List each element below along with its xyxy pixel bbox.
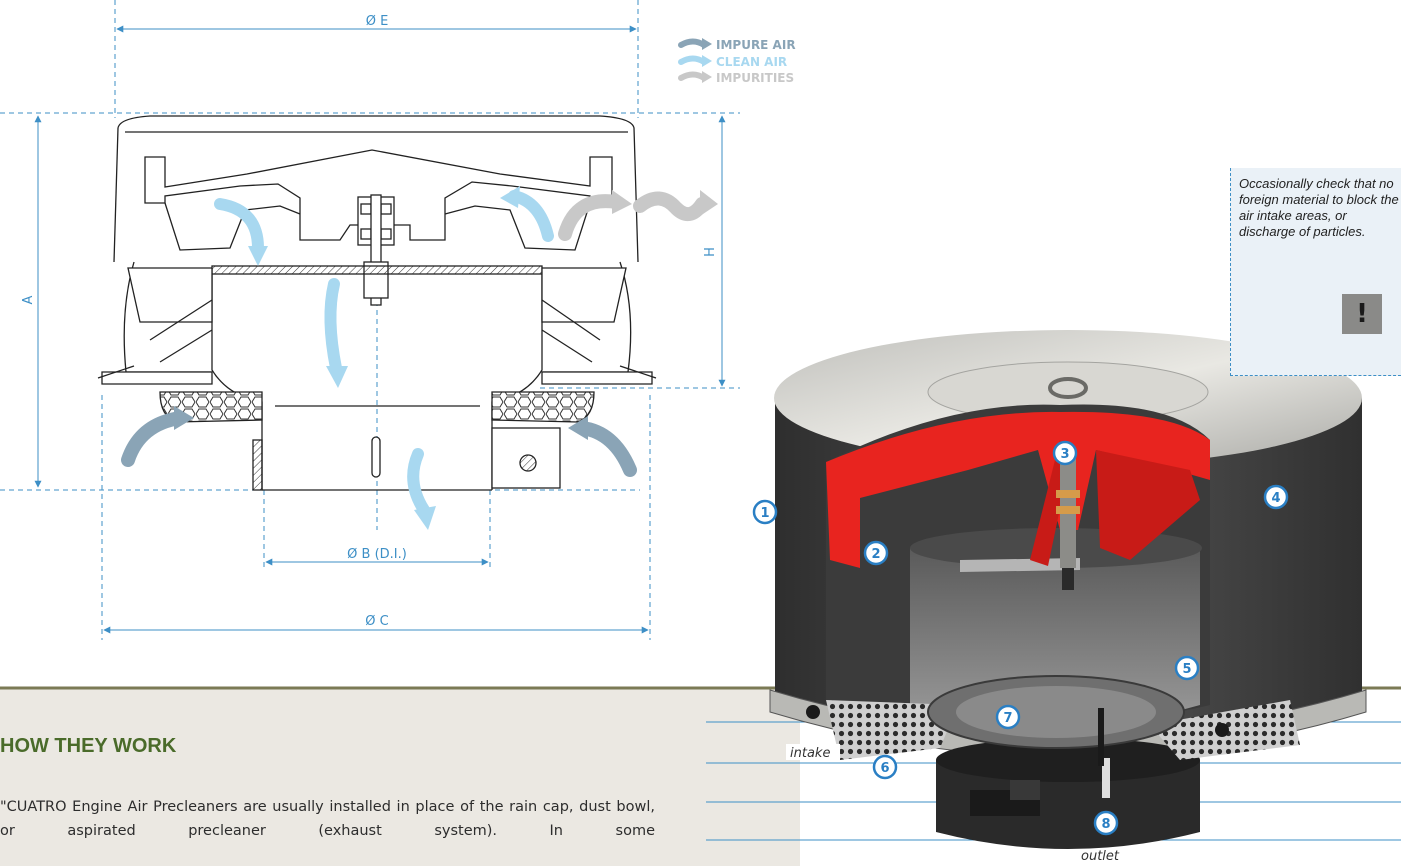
svg-text:8: 8 [1101, 817, 1110, 832]
cross-section-drawing [97, 115, 657, 491]
callout-5: 5 [1174, 655, 1200, 681]
callout-1: 1 [752, 499, 778, 525]
svg-text:2: 2 [871, 547, 880, 562]
svg-text:5: 5 [1182, 662, 1191, 677]
callouts: 1 2 3 4 5 6 7 8 [752, 440, 1289, 836]
svg-text:3: 3 [1060, 447, 1069, 462]
legend-impure-air: IMPURE AIR [716, 38, 796, 52]
maintenance-note-text: Occasionally check that no foreign mater… [1239, 176, 1399, 239]
svg-text:1: 1 [760, 506, 769, 521]
flow-legend: IMPURE AIR CLEAN AIR IMPURITIES [678, 38, 796, 85]
callout-4: 4 [1263, 484, 1289, 510]
callout-3: 3 [1052, 440, 1078, 466]
maintenance-note: Occasionally check that no foreign mater… [1230, 168, 1401, 376]
dimension-arrows [34, 25, 726, 634]
svg-text:4: 4 [1271, 491, 1280, 506]
dimension-h-label: H [703, 247, 718, 257]
legend-impurities: IMPURITIES [716, 71, 794, 85]
intake-label: intake [790, 746, 830, 761]
dimension-c-label: Ø C [365, 614, 388, 629]
warning-icon: ! [1342, 294, 1382, 334]
legend-clean-air: CLEAN AIR [716, 55, 787, 69]
section-title: HOW THEY WORK [0, 735, 177, 757]
callout-8: 8 [1093, 810, 1119, 836]
dimension-lines [0, 0, 740, 640]
svg-text:7: 7 [1003, 711, 1012, 726]
flow-arrows [121, 186, 718, 530]
dimension-e-label: Ø E [366, 14, 389, 29]
how-it-works-band [0, 688, 800, 866]
svg-text:6: 6 [880, 761, 889, 776]
dimension-a-label: A [21, 295, 36, 304]
section-body: "CUATRO Engine Air Precleaners are usual… [0, 799, 655, 839]
cutaway-render [769, 330, 1367, 849]
callout-2: 2 [863, 540, 889, 566]
dimension-b-label: Ø B (D.I.) [347, 547, 407, 562]
callout-6: 6 [872, 754, 898, 780]
outlet-label: outlet [1081, 849, 1120, 864]
callout-7: 7 [995, 704, 1021, 730]
